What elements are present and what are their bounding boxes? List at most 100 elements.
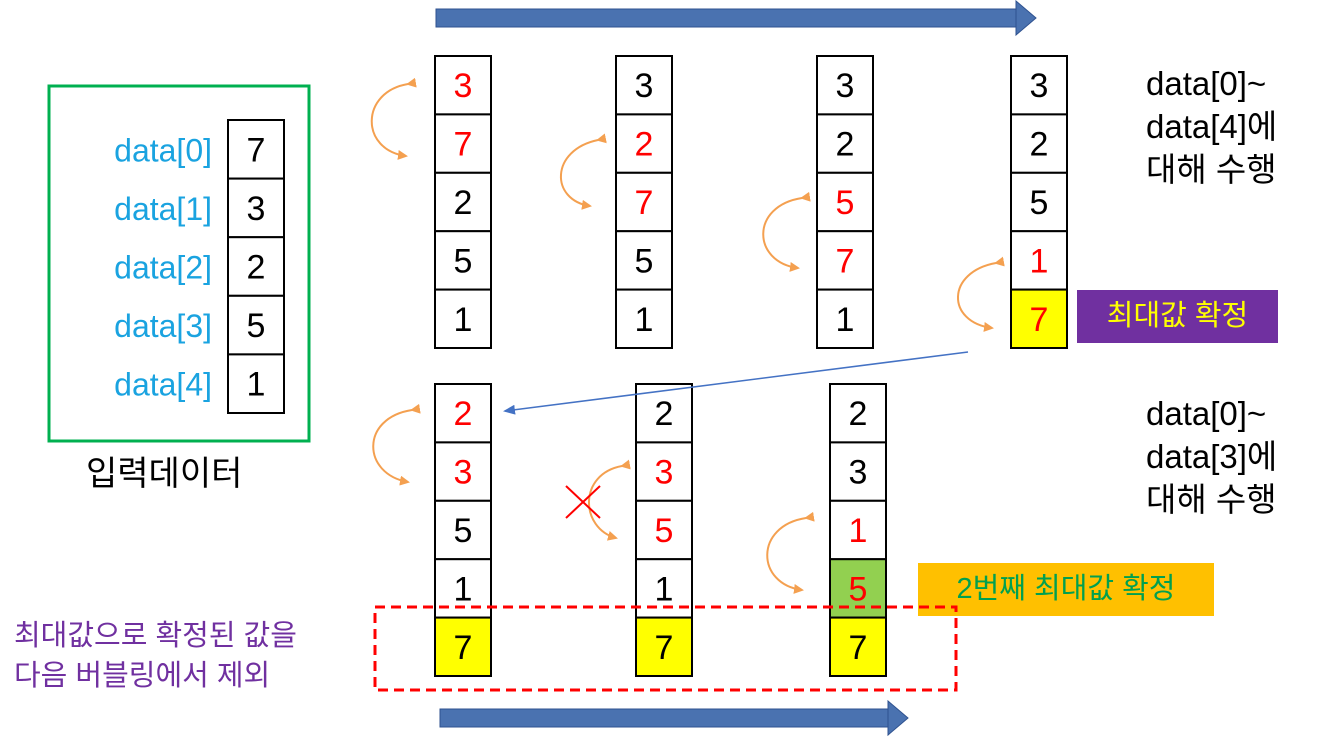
note-line: 대해 수행 xyxy=(1146,151,1277,188)
cell-value: 1 xyxy=(836,301,855,339)
array-cell xyxy=(829,499,887,561)
input-value: 2 xyxy=(247,249,266,287)
cell-value: 1 xyxy=(655,570,674,608)
input-cell xyxy=(227,119,285,180)
array-column: 3 2 5 1 7 xyxy=(1010,55,1068,350)
array-cell xyxy=(635,616,693,677)
cell-value: 5 xyxy=(1030,184,1049,222)
note-line: data[0]~ xyxy=(1146,395,1267,432)
cell-value: 5 xyxy=(836,184,855,222)
input-value: 3 xyxy=(247,190,266,228)
array-cell xyxy=(615,113,673,174)
note-line: data[4]에 xyxy=(1146,108,1278,145)
input-frame xyxy=(47,84,311,443)
array-cell xyxy=(434,288,492,350)
array-cell xyxy=(434,230,492,291)
array-cell xyxy=(434,383,492,444)
cell-value: 7 xyxy=(635,184,654,222)
array-cell xyxy=(829,383,887,444)
cell-value: 1 xyxy=(1030,242,1049,280)
cell-value: 5 xyxy=(849,570,868,608)
swap-arrow xyxy=(766,511,815,594)
array-cell xyxy=(816,113,874,174)
array-cell xyxy=(829,441,887,502)
array-cell xyxy=(434,499,492,561)
array-column: 3 2 5 7 1 xyxy=(816,55,874,350)
swap-arrows-pass2 xyxy=(372,403,815,594)
array-cell xyxy=(434,55,492,116)
note-line: 대해 수행 xyxy=(1146,481,1277,518)
swap-arrow xyxy=(762,191,811,272)
swap-arrow xyxy=(370,77,417,160)
cell-value: 1 xyxy=(454,570,473,608)
note-line: data[3]에 xyxy=(1146,438,1278,475)
cell-value: 3 xyxy=(635,67,654,105)
cell-value: 3 xyxy=(454,454,473,492)
cell-value: 1 xyxy=(635,301,654,339)
input-caption: 입력데이터 xyxy=(86,455,243,493)
input-value: 1 xyxy=(247,366,266,404)
note-line: 다음 버블링에서 제외 xyxy=(14,660,271,692)
array-cell xyxy=(1010,288,1068,350)
note-line: data[0]~ xyxy=(1146,65,1267,102)
bottom-direction-arrow xyxy=(439,699,909,737)
array-cell xyxy=(434,113,492,174)
second-max-badge: 2번째 최대값 확정 xyxy=(956,573,1176,605)
cell-value: 2 xyxy=(454,395,473,433)
cell-value: 1 xyxy=(454,301,473,339)
array-cell xyxy=(1010,55,1068,116)
swap-arrow xyxy=(372,403,421,486)
input-label: data[2] xyxy=(114,250,212,286)
pass-transition-arrow xyxy=(503,351,969,415)
array-cell xyxy=(635,441,693,502)
exclusion-dashed-box xyxy=(373,605,958,692)
swap-arrow xyxy=(957,256,1005,332)
cell-value: 2 xyxy=(635,126,654,164)
array-cell xyxy=(816,55,874,116)
cell-value: 5 xyxy=(635,242,654,280)
exclude-note: 최대값으로 확정된 값을 다음 버블링에서 제외 xyxy=(14,616,297,696)
cell-value: 3 xyxy=(655,454,674,492)
cell-value: 5 xyxy=(454,512,473,550)
input-cell xyxy=(227,294,285,356)
cell-value: 7 xyxy=(1030,301,1049,339)
top-direction-arrow xyxy=(435,0,1037,37)
max-confirmed-badge: 최대값 확정 xyxy=(1106,300,1249,332)
cell-value: 2 xyxy=(836,126,855,164)
input-label: data[0] xyxy=(114,132,212,168)
cell-value: 3 xyxy=(1030,67,1049,105)
cell-value: 3 xyxy=(454,67,473,105)
input-value: 7 xyxy=(247,131,266,169)
cell-value: 1 xyxy=(849,512,868,550)
cell-value: 3 xyxy=(849,454,868,492)
array-cell xyxy=(615,171,673,233)
input-cell xyxy=(227,353,285,414)
input-value: 5 xyxy=(247,307,266,345)
cell-value: 2 xyxy=(849,395,868,433)
cell-value: 5 xyxy=(655,512,674,550)
array-cell xyxy=(434,616,492,677)
cell-value: 7 xyxy=(836,242,855,280)
max-confirmed-badge-bg xyxy=(1077,290,1278,343)
array-column: 3 2 7 5 1 xyxy=(615,55,673,350)
cell-value: 2 xyxy=(1030,126,1049,164)
second-max-badge-bg xyxy=(918,563,1214,616)
pass1-note: data[0]~ data[4]에 대해 수행 xyxy=(1146,62,1277,191)
note-line: 최대값으로 확정된 값을 xyxy=(14,620,297,652)
swap-arrows-pass1 xyxy=(370,77,1005,332)
cell-value: 2 xyxy=(655,395,674,433)
array-cell xyxy=(829,616,887,677)
cell-value: 3 xyxy=(836,67,855,105)
input-label: data[3] xyxy=(114,308,212,344)
input-label: data[1] xyxy=(114,191,212,227)
cell-value: 5 xyxy=(454,242,473,280)
pass2-note: data[0]~ data[3]에 대해 수행 xyxy=(1146,392,1277,521)
